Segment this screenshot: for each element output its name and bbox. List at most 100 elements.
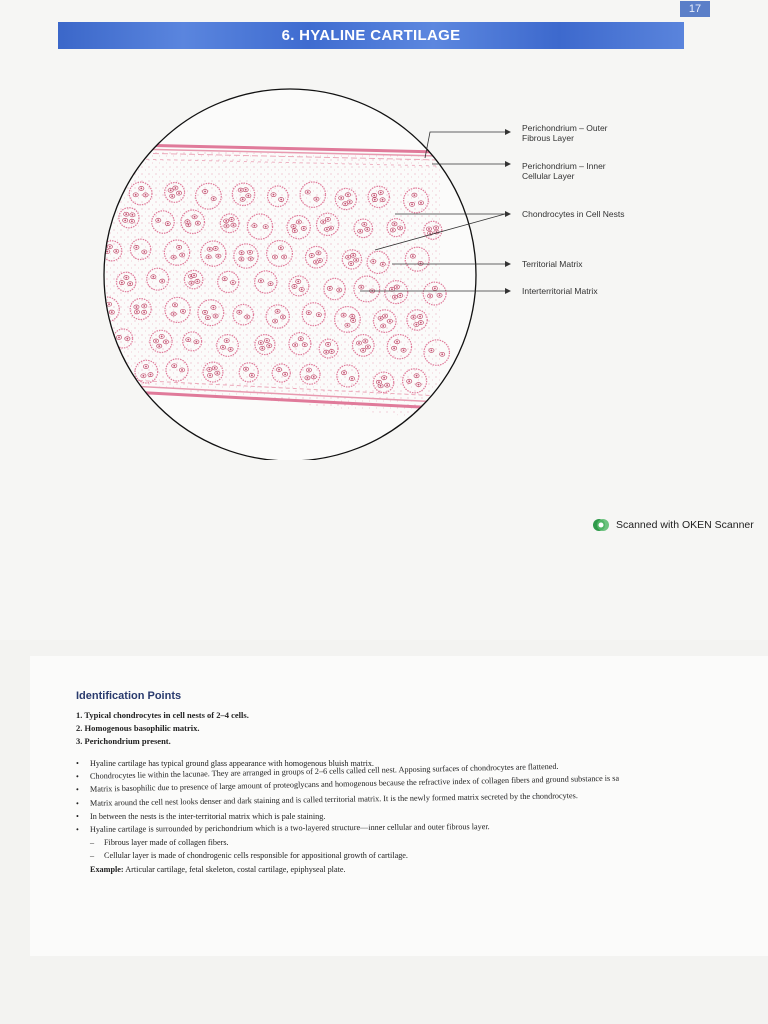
chondrocyte-nucleus	[268, 344, 271, 347]
territorial-matrix-ring	[367, 185, 390, 209]
chondrocyte-nucleus	[292, 225, 295, 228]
chondrocyte-nucleus	[169, 189, 172, 192]
territorial-matrix-ring	[334, 187, 358, 211]
chondrocyte-nucleus	[352, 319, 355, 322]
chondrocyte-nucleus	[279, 246, 282, 249]
chondrocyte-nucleus	[274, 256, 276, 258]
chondrocyte-nucleus	[108, 303, 110, 306]
chondrocyte-nucleus	[135, 306, 138, 308]
territorial-matrix-ring	[129, 238, 152, 261]
territorial-matrix-ring	[180, 209, 206, 235]
chondrocyte-nucleus	[247, 194, 250, 197]
chondrocyte-nucleus	[379, 317, 382, 320]
chondrocyte-nucleus	[415, 374, 418, 377]
chondrocyte-nucleus	[106, 250, 109, 253]
page-number: 17	[680, 1, 710, 17]
chondrocyte-nucleus	[412, 316, 415, 319]
chondrocyte-nucleus	[172, 313, 175, 315]
chondrocyte-nucleus	[253, 224, 256, 227]
chondrocyte-nucleus	[280, 198, 283, 201]
chondrocyte	[104, 311, 108, 317]
label-leader-lines	[360, 131, 506, 292]
chondrocyte-nucleus	[317, 313, 320, 316]
chondrocyte-nucleus	[118, 336, 120, 339]
territorial-matrix-ring	[254, 270, 278, 294]
chondrocyte-nucleus	[411, 203, 413, 206]
chondrocyte-nucleus	[213, 367, 216, 369]
chondrocyte-nucleus	[158, 345, 161, 347]
chondrocyte-nucleus	[388, 320, 391, 323]
chondrocyte-nucleus	[417, 383, 420, 386]
chondrocyte-nucleus	[230, 218, 233, 221]
territorial-matrix-ring	[219, 213, 240, 234]
label-outer-fibrous: Perichondrium – Outer Fibrous Layer	[522, 123, 608, 143]
chondrocyte-nucleus	[372, 260, 375, 263]
chondrocyte-nucleus	[240, 258, 243, 260]
chondrocyte-nucleus	[347, 193, 349, 196]
chondrocyte-nucleus	[104, 313, 106, 316]
territorial-matrix-ring	[233, 243, 259, 269]
chondrocyte-nucleus	[391, 288, 393, 291]
chondrocyte-nucleus	[438, 294, 441, 297]
chondrocyte-nucleus	[293, 285, 296, 288]
chondrocyte-nucleus	[330, 227, 332, 229]
territorial-matrix-ring	[351, 333, 375, 357]
scanner-logo-icon	[593, 519, 609, 531]
chondrocyte-nucleus	[310, 254, 313, 257]
territorial-matrix-ring	[265, 304, 290, 329]
territorial-matrix-ring	[406, 309, 428, 331]
chondrocyte-nucleus	[264, 225, 267, 228]
territorial-matrix-ring	[129, 297, 152, 321]
territorial-matrix-ring	[423, 220, 443, 240]
chondrocyte-nucleus	[225, 220, 228, 222]
chondrocyte-nucleus	[216, 372, 219, 375]
chondrocyte	[115, 370, 122, 376]
chondrocyte-nucleus	[166, 222, 169, 225]
chondrocyte-nucleus	[359, 230, 362, 233]
point-2: 2. Homogenous basophilic matrix.	[76, 723, 200, 733]
territorial-matrix-ring	[404, 246, 430, 272]
territorial-matrix-ring	[128, 181, 153, 206]
territorial-matrix-ring	[104, 296, 120, 323]
chondrocyte-nucleus	[239, 189, 242, 192]
chondrocyte-nucleus	[161, 280, 164, 283]
chondrocyte-nucleus	[117, 372, 120, 375]
chondrocyte-nucleus	[381, 198, 384, 201]
chondrocyte-nucleus	[142, 374, 145, 377]
chondrocyte-nucleus	[429, 295, 432, 297]
chondrocyte-nucleus	[393, 296, 396, 298]
point-1: 1. Typical chondrocytes in cell nests of…	[76, 710, 249, 720]
territorial-matrix-ring	[318, 338, 339, 359]
chondrocyte-nucleus	[178, 246, 181, 249]
chondrocyte-nucleus	[293, 229, 296, 232]
chondrocyte-nucleus	[413, 194, 416, 197]
territorial-matrix-ring	[164, 181, 186, 203]
territorial-matrix-ring	[194, 182, 222, 210]
chondrocyte-nucleus	[196, 222, 199, 225]
chondrocyte-nucleus	[435, 226, 437, 229]
chondrocyte-nucleus	[209, 374, 211, 377]
chondrocyte-nucleus	[383, 376, 386, 379]
chondrocyte-nucleus	[326, 228, 328, 231]
chondrocyte-nucleus	[232, 224, 235, 227]
territorial-matrix-ring	[104, 358, 127, 385]
chondrocyte-nucleus	[196, 280, 199, 283]
chondrocyte-nucleus	[106, 371, 109, 374]
identification-points: 1. Typical chondrocytes in cell nests of…	[76, 709, 249, 748]
chondrocyte-nucleus	[136, 310, 138, 313]
example-label: Example:	[90, 864, 124, 874]
chondrocyte-nucleus	[223, 277, 226, 280]
territorial-matrix-ring	[149, 329, 173, 354]
label-chondrocytes: Chondrocytes in Cell Nests	[522, 209, 625, 219]
chondrocyte-nucleus	[373, 194, 376, 197]
territorial-matrix-ring	[238, 362, 259, 383]
territorial-matrix-ring	[271, 363, 291, 383]
chondrocyte-nucleus	[232, 281, 234, 284]
bullet-5: In between the nests is the inter-territ…	[76, 810, 766, 823]
chondrocyte-nucleus	[352, 254, 355, 257]
chondrocyte-nucleus	[393, 347, 396, 350]
chondrocyte-nucleus	[186, 220, 189, 223]
chondrocyte-nucleus	[171, 195, 174, 198]
territorial-matrix-ring	[301, 302, 326, 327]
chondrocyte-nucleus	[338, 289, 341, 291]
